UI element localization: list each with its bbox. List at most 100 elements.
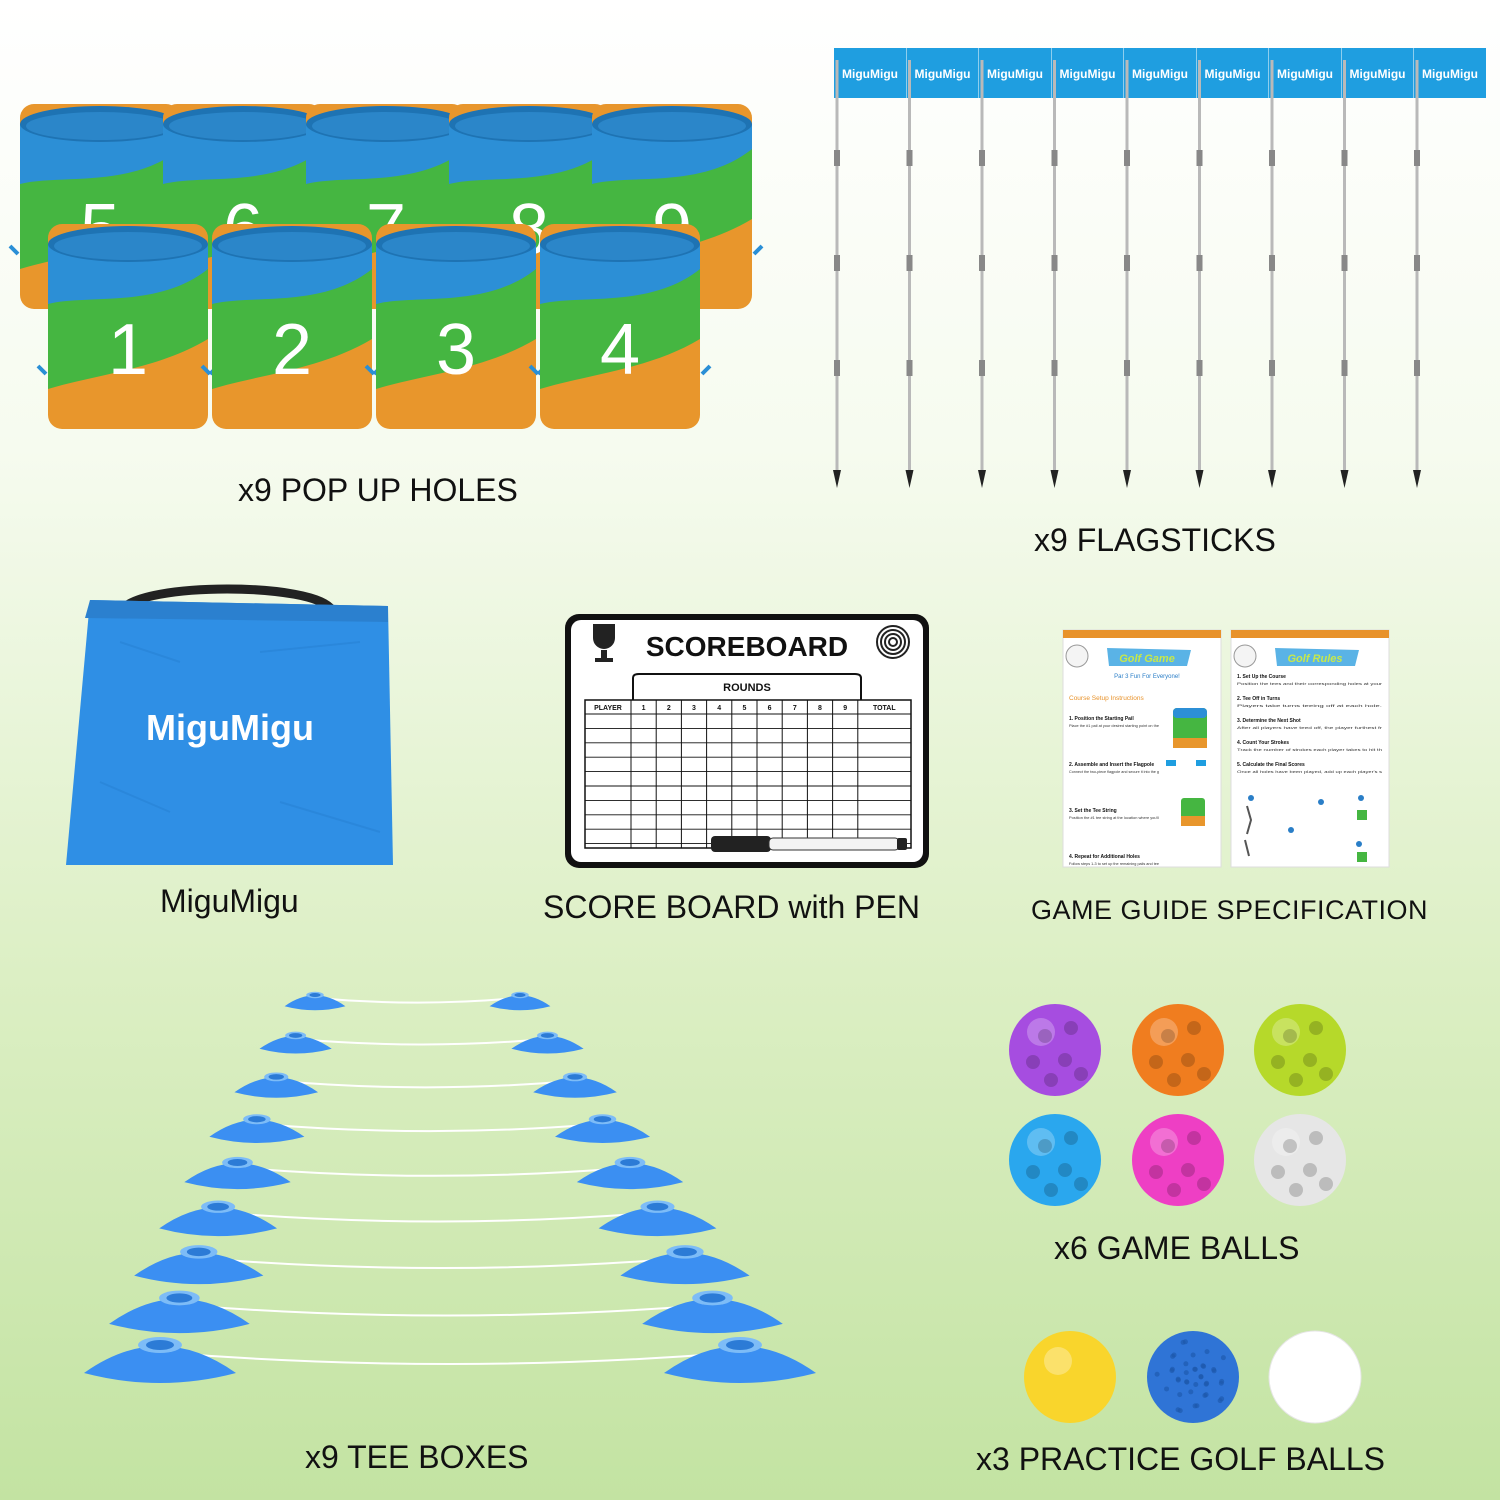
guide-step-body: After all players have teed off, the pla… <box>1237 726 1383 730</box>
flag <box>1341 48 1414 98</box>
tee-string <box>225 1211 650 1223</box>
tee-cone <box>109 1290 250 1334</box>
scoreboard-title: SCOREBOARD <box>646 631 848 662</box>
tee-cone <box>664 1337 816 1383</box>
game-ball <box>1132 1114 1224 1206</box>
tee-string <box>188 1304 704 1317</box>
flag <box>906 48 979 98</box>
bag-caption: MiguMigu <box>160 883 299 919</box>
guide-pail-icon <box>1357 810 1367 820</box>
flagstick: MiguMigu <box>1195 48 1269 488</box>
tee-cone <box>184 1156 291 1190</box>
flagstick: MiguMigu <box>833 48 906 488</box>
score-column-header: 8 <box>818 705 822 712</box>
guide-step-head: 1. Position the Starting Pail <box>1069 716 1134 722</box>
pole-tip <box>1340 470 1349 488</box>
game-ball <box>1254 1004 1346 1096</box>
golfer-icon <box>1244 805 1253 857</box>
guide-step-body: Position the #1 tee string at the locati… <box>1069 816 1159 820</box>
pole-tip <box>905 470 914 488</box>
flagstick: MiguMigu <box>1123 48 1196 488</box>
pole-tip <box>978 470 986 488</box>
pail-3: 3 <box>364 224 548 429</box>
guide-title: Golf Rules <box>1287 653 1342 665</box>
pail-4: 4 <box>528 224 712 429</box>
game-ball <box>1132 1004 1224 1096</box>
flag-label: MiguMigu <box>1350 67 1406 81</box>
tee-cone <box>159 1200 278 1237</box>
golf-ball-icon <box>1233 644 1257 668</box>
tee-string <box>263 1123 597 1133</box>
pail-number: 4 <box>600 310 640 390</box>
target-icon <box>876 625 910 659</box>
tee-cone <box>134 1245 264 1285</box>
pail-number: 3 <box>436 310 476 390</box>
pail-1: 1 <box>36 224 220 429</box>
pole-tip <box>1195 470 1204 488</box>
score-column-header: 1 <box>642 705 646 712</box>
pop-up-holes-illustration: 567891234 <box>8 104 764 429</box>
flag <box>834 48 906 98</box>
tee-string <box>318 997 517 1004</box>
guide-step-head: 2. Tee Off in Turns <box>1237 696 1280 702</box>
pole-tip <box>833 470 841 488</box>
guide-section: Course Setup Instructions <box>1069 695 1145 702</box>
carry-bag: MiguMigu <box>66 584 393 865</box>
practice-ball <box>1147 1331 1239 1423</box>
bag-logo: MiguMigu <box>146 707 314 748</box>
flagstick: MiguMigu <box>905 48 979 488</box>
guide-step-body: Position the tees and their correspondin… <box>1237 682 1383 686</box>
guide-step-body: Once all holes have been played, add up … <box>1237 770 1382 774</box>
tee-cone <box>259 1031 332 1054</box>
flag-label: MiguMigu <box>842 67 898 81</box>
guide-step-head: 3. Set the Tee String <box>1069 808 1117 814</box>
tee-cone <box>576 1156 684 1190</box>
flag-label: MiguMigu <box>1132 67 1188 81</box>
tee-string <box>281 1080 570 1089</box>
tee-string <box>207 1257 677 1270</box>
pail-number: 1 <box>108 310 148 390</box>
score-column-header: TOTAL <box>873 705 896 712</box>
pole-tip <box>1413 470 1421 488</box>
flagstick: MiguMigu <box>1340 48 1414 488</box>
pail-number: 2 <box>272 310 312 390</box>
tee-cone <box>642 1290 783 1334</box>
game-guide-caption: GAME GUIDE SPECIFICATION <box>1031 895 1429 925</box>
pole-tip <box>1050 470 1059 488</box>
game-ball <box>1009 1114 1101 1206</box>
guide-step-body: Follow steps 1-3 to set up the remaining… <box>1069 862 1159 866</box>
flag-label: MiguMigu <box>1422 67 1478 81</box>
guide-step-head: 2. Assemble and Insert the Flagpole <box>1069 762 1154 768</box>
guide-subtitle: Par 3 Fun For Everyone! <box>1114 674 1180 680</box>
guide-step-head: 4. Repeat for Additional Holes <box>1069 854 1140 860</box>
guide-step-head: 4. Count Your Strokes <box>1237 740 1289 746</box>
tee-cone <box>555 1114 650 1143</box>
score-column-header: 7 <box>793 705 797 712</box>
tee-string <box>300 1038 543 1046</box>
guide-step-head: 1. Set Up the Course <box>1237 674 1286 680</box>
flag <box>1124 48 1196 98</box>
practice-balls-caption: x3 PRACTICE GOLF BALLS <box>976 1441 1386 1477</box>
flag <box>1196 48 1269 98</box>
pole-tip <box>1123 470 1131 488</box>
practice-ball <box>1268 1330 1362 1424</box>
score-column-header: 6 <box>768 705 772 712</box>
trophy-icon <box>593 624 615 662</box>
guide-step-body: Track the number of strokes each player … <box>1237 748 1382 752</box>
score-column-header: 5 <box>742 705 746 712</box>
tee-cone <box>284 991 346 1011</box>
flagstick: MiguMigu <box>1413 48 1486 488</box>
practice-balls-illustration <box>1024 1330 1362 1424</box>
golf-ball-icon <box>1065 644 1089 668</box>
game-balls-caption: x6 GAME BALLS <box>1054 1230 1300 1266</box>
tee-string <box>169 1352 731 1365</box>
game-ball <box>1254 1114 1346 1206</box>
flag-label: MiguMigu <box>1060 67 1116 81</box>
tee-cone <box>511 1031 584 1054</box>
flag <box>1051 48 1124 98</box>
game-ball <box>1009 1004 1101 1096</box>
guide-step-head: 5. Calculate the Final Scores <box>1237 762 1305 768</box>
pole-tip <box>1268 470 1276 488</box>
